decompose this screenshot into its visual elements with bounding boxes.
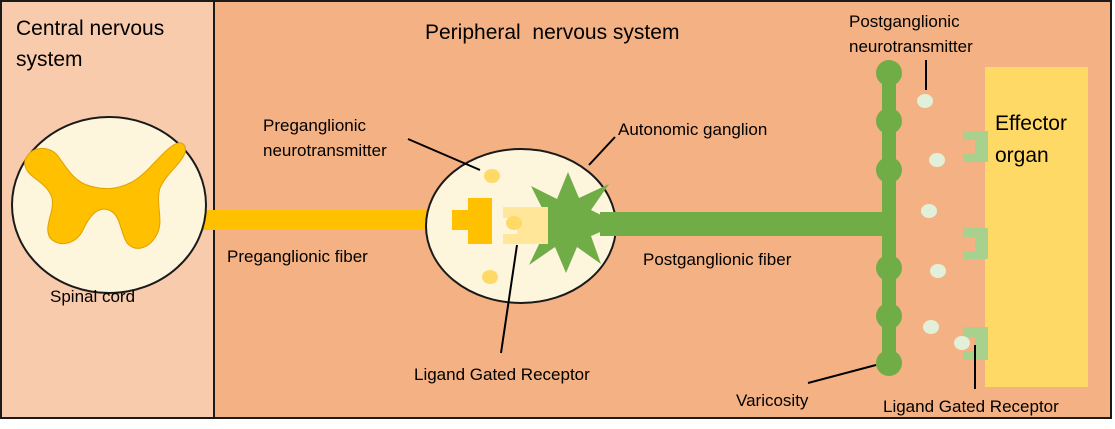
varicosity (876, 255, 902, 281)
leader-varicosity (807, 364, 877, 384)
ganglion-neuron-star (509, 172, 619, 273)
postganglionic-vesicle (917, 94, 933, 108)
varicosity (876, 157, 902, 183)
preganglionic-vesicle (506, 216, 522, 230)
effector-ligand-receptor (963, 327, 988, 360)
cns-title-line1: Central nervous (16, 17, 164, 40)
varicosity-label: Varicosity (736, 391, 809, 410)
effector-organ (985, 67, 1088, 387)
varicosity (876, 60, 902, 86)
presynaptic-terminal (452, 198, 492, 244)
preganglionic-fiber (198, 210, 468, 230)
leader-ligand-receptor-ganglion (500, 244, 518, 354)
preganglionic-vesicle (484, 169, 500, 183)
varicosity-axon (882, 73, 896, 365)
postganglionic-vesicle (930, 264, 946, 278)
pns-title: Peripheral nervous system (425, 21, 679, 44)
cns-title-line2: system (16, 48, 83, 71)
leader-autonomic-ganglion (588, 136, 616, 166)
varicosity (876, 108, 902, 134)
effector-organ-label-line1: Effector (995, 112, 1067, 135)
preganglionic-nt-label-line2: neurotransmitter (263, 141, 387, 160)
postganglionic-fiber (600, 212, 896, 236)
leader-preganglionic-nt (407, 138, 481, 171)
postganglionic-vesicle (954, 336, 970, 350)
preganglionic-fiber-label: Preganglionic fiber (227, 247, 368, 266)
ligand-receptor-ganglion-label: Ligand Gated Receptor (414, 365, 590, 384)
postganglionic-vesicle (921, 204, 937, 218)
postganglionic-vesicle (929, 153, 945, 167)
autonomic-ganglion-label: Autonomic ganglion (618, 120, 767, 139)
effector-ligand-receptor (963, 131, 988, 162)
spinal-gray-matter (24, 142, 186, 249)
postganglionic-nt-label-line2: neurotransmitter (849, 37, 973, 56)
postganglionic-vesicle (923, 320, 939, 334)
postganglionic-nt-label-line1: Postganglionic (849, 12, 960, 31)
postganglionic-fiber-label: Postganglionic fiber (643, 250, 792, 269)
preganglionic-nt-label-line1: Preganglionic (263, 116, 367, 135)
effector-organ-label-line2: organ (995, 144, 1049, 167)
spinal-cord-label: Spinal cord (50, 287, 135, 306)
ligand-receptor-effector-label: Ligand Gated Receptor (883, 397, 1059, 416)
varicosity (876, 350, 902, 376)
varicosity (876, 303, 902, 329)
preganglionic-vesicle (482, 270, 498, 284)
effector-ligand-receptor (963, 228, 988, 259)
